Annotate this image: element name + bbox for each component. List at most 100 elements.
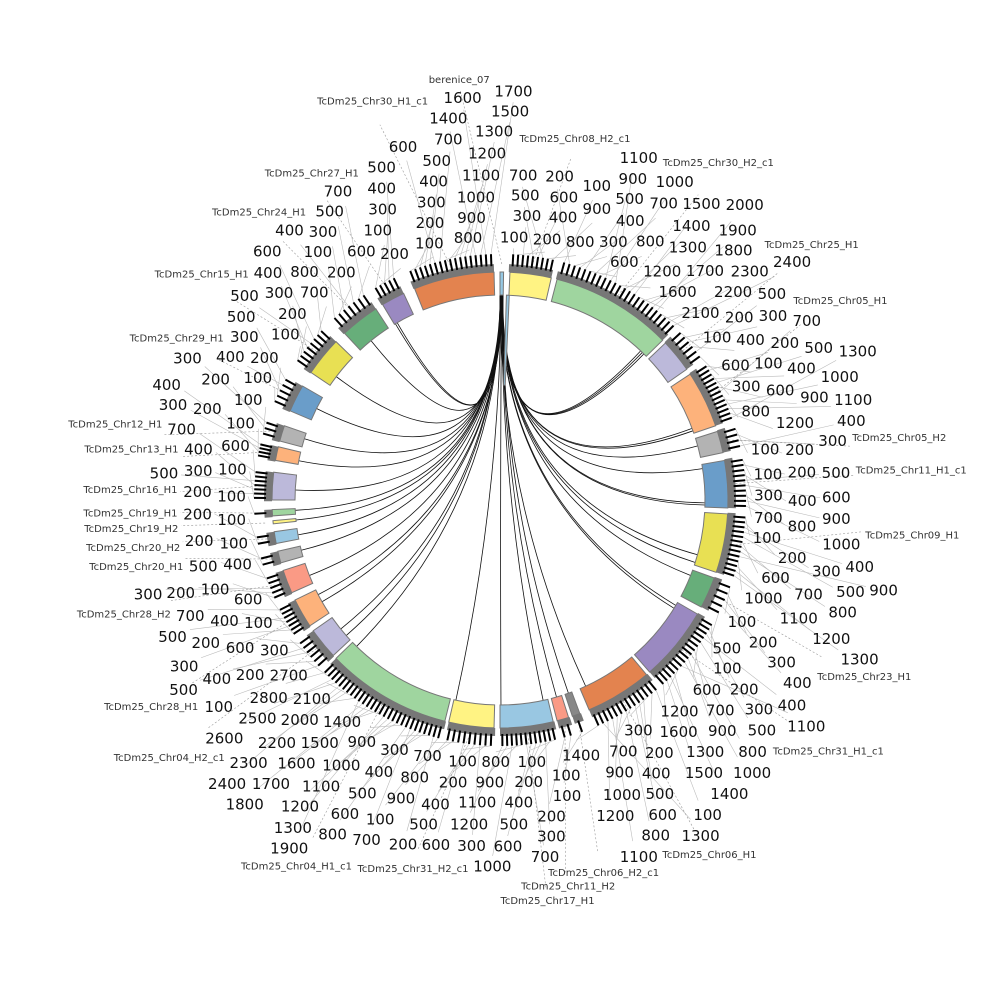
tick-mark bbox=[274, 400, 287, 407]
chromosome-segment[interactable] bbox=[694, 427, 741, 458]
label-leader-line bbox=[745, 505, 820, 542]
chromosome-segment[interactable] bbox=[262, 421, 307, 448]
tick-mark bbox=[269, 582, 282, 590]
chromosome-segment[interactable] bbox=[324, 641, 452, 739]
tick-label: 2400 bbox=[773, 253, 811, 271]
segment-block[interactable] bbox=[271, 471, 298, 501]
segment-block[interactable] bbox=[310, 340, 354, 387]
tick-label: 700 bbox=[413, 747, 442, 765]
chromosome-segment[interactable] bbox=[579, 656, 657, 726]
chromosome-segment[interactable] bbox=[274, 378, 324, 421]
chromosome-segment[interactable] bbox=[266, 562, 314, 599]
segment-block[interactable] bbox=[282, 562, 314, 594]
segment-block[interactable] bbox=[335, 641, 452, 722]
chromosome-segment[interactable] bbox=[279, 589, 330, 635]
chromosome-segment[interactable] bbox=[633, 601, 713, 685]
tick-label: 2100 bbox=[293, 690, 331, 708]
label-leader-line bbox=[375, 244, 385, 288]
segment-block[interactable] bbox=[277, 545, 304, 564]
chromosome-segment[interactable] bbox=[508, 254, 554, 301]
tick-mark bbox=[409, 270, 416, 283]
tick-mark bbox=[660, 321, 671, 332]
chromosome-segment[interactable] bbox=[409, 254, 496, 311]
chromosome-segment[interactable] bbox=[550, 262, 675, 358]
segment-block[interactable] bbox=[272, 518, 297, 525]
label-leader-line bbox=[263, 688, 343, 748]
chromosome-segment[interactable] bbox=[374, 277, 415, 325]
tick-label: 300 bbox=[767, 654, 796, 672]
segment-block[interactable] bbox=[564, 691, 581, 717]
tick-mark bbox=[728, 548, 741, 553]
chromosome-segment[interactable] bbox=[272, 518, 297, 525]
tick-label: 200 bbox=[250, 349, 279, 367]
tick-band bbox=[306, 630, 335, 662]
chromosome-segment[interactable] bbox=[256, 527, 300, 547]
label-leader-line bbox=[214, 513, 258, 538]
segment-block[interactable] bbox=[271, 508, 297, 517]
tick-mark bbox=[284, 378, 297, 387]
segment-block[interactable] bbox=[680, 569, 715, 608]
segment-block[interactable] bbox=[448, 699, 496, 729]
tick-mark bbox=[342, 309, 353, 320]
tick-mark bbox=[281, 607, 294, 615]
segment-block[interactable] bbox=[274, 446, 302, 465]
segment-block[interactable] bbox=[294, 589, 330, 627]
segment-block[interactable] bbox=[343, 308, 390, 351]
tick-label: 300 bbox=[745, 700, 774, 718]
segment-block[interactable] bbox=[279, 425, 307, 448]
segment-block[interactable] bbox=[499, 271, 505, 296]
segment-block[interactable] bbox=[499, 698, 554, 729]
segment-block[interactable] bbox=[701, 459, 729, 509]
tick-label: 200 bbox=[725, 308, 754, 326]
label-leader-line bbox=[744, 522, 775, 555]
label-leader-line bbox=[200, 625, 289, 659]
segment-block[interactable] bbox=[693, 511, 729, 573]
segment-block[interactable] bbox=[273, 527, 300, 545]
label-leader-line bbox=[224, 414, 260, 452]
tick-label: 900 bbox=[708, 722, 737, 740]
chromosome-segment[interactable] bbox=[499, 271, 505, 296]
chromosome-segment[interactable] bbox=[499, 698, 557, 746]
chromosome-segment[interactable] bbox=[564, 691, 584, 733]
label-leader-line bbox=[745, 500, 820, 519]
tick-mark bbox=[622, 290, 631, 302]
segment-name: TcDm25_Chr11_H1_c1 bbox=[855, 466, 967, 477]
segment-block[interactable] bbox=[550, 694, 570, 722]
chromosome-segment[interactable] bbox=[550, 694, 573, 738]
segment-name: TcDm25_Chr24_H1 bbox=[211, 207, 306, 218]
tick-mark bbox=[731, 534, 744, 539]
segment-block[interactable] bbox=[647, 342, 688, 384]
segment-block[interactable] bbox=[413, 271, 496, 311]
chromosome-segment[interactable] bbox=[254, 508, 297, 518]
tick-label: 100 bbox=[271, 326, 300, 344]
segment-block[interactable] bbox=[670, 373, 717, 434]
chromosome-segment[interactable] bbox=[693, 511, 746, 577]
label-leader-line bbox=[303, 716, 384, 812]
chromosome-segment[interactable] bbox=[254, 471, 298, 502]
chromosome-segment[interactable] bbox=[299, 616, 351, 667]
tick-label: 1300 bbox=[475, 123, 513, 141]
chromosome-segment[interactable] bbox=[670, 365, 733, 434]
chromosome-segment[interactable] bbox=[333, 294, 390, 351]
chromosome-segment[interactable] bbox=[701, 457, 747, 509]
segment-block[interactable] bbox=[550, 278, 664, 358]
label-leader-line bbox=[724, 599, 766, 654]
tick-mark bbox=[467, 732, 472, 745]
segment-name: TcDm25_Chr19_H1 bbox=[82, 509, 177, 520]
segment-block[interactable] bbox=[312, 616, 351, 657]
chromosome-segment[interactable] bbox=[260, 545, 304, 567]
segment-block[interactable] bbox=[381, 292, 415, 325]
chromosome-segment[interactable] bbox=[297, 330, 354, 387]
segment-block[interactable] bbox=[694, 430, 724, 458]
label-leader-line bbox=[639, 297, 664, 309]
tick-label: 100 bbox=[754, 466, 783, 484]
tick-mark bbox=[382, 705, 390, 718]
chromosome-segment[interactable] bbox=[446, 699, 496, 746]
tick-mark bbox=[643, 683, 653, 694]
chromosome-segment[interactable] bbox=[647, 332, 701, 384]
chromosome-segment[interactable] bbox=[257, 443, 302, 465]
segment-block[interactable] bbox=[508, 271, 552, 301]
chromosome-segment[interactable] bbox=[680, 569, 731, 614]
segment-block[interactable] bbox=[633, 601, 699, 673]
segment-block[interactable] bbox=[289, 385, 324, 421]
